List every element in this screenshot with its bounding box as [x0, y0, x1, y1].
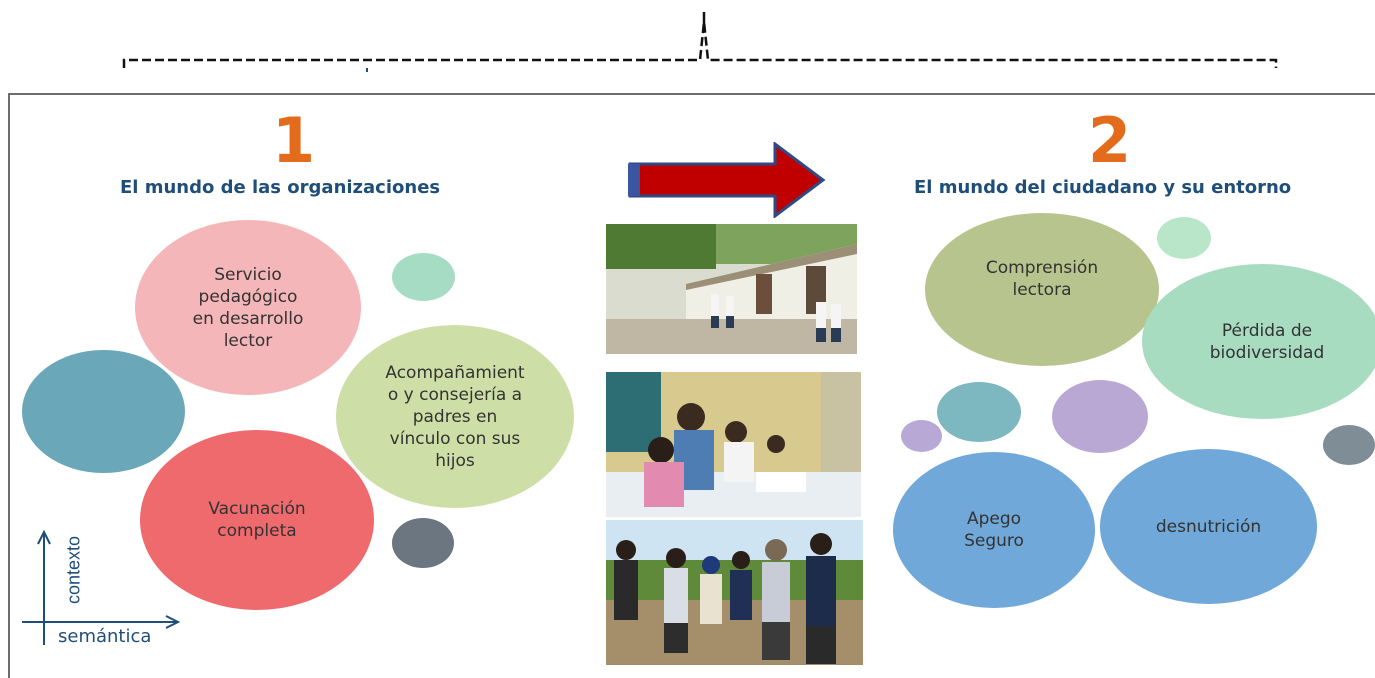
bubble-servicio-label: Servicio pedagógico en desarrollo lector [192, 264, 304, 351]
axis-label-contexto: contexto [63, 535, 84, 605]
top-dashed-brace [122, 12, 1278, 72]
bubble-vacunacion-label: Vacunación completa [208, 499, 306, 541]
bubble-desnutricion: desnutrición [1100, 449, 1317, 604]
bubble-servicio-pedagogico: Servicio pedagógico en desarrollo lector [135, 220, 361, 395]
decor-circle-mint [1157, 217, 1211, 259]
bubble-comprension-lectora: Comprensión lectora [925, 213, 1159, 366]
decor-circle-slate-small [392, 518, 454, 568]
decor-circle-lavender-large [1052, 380, 1148, 453]
decor-circle-teal [937, 382, 1021, 442]
bubble-perdida-label: Pérdida de biodiversidad [1209, 320, 1325, 363]
left-title: El mundo de las organizaciones [120, 177, 441, 198]
bubble-apego-label: Apego Seguro [964, 509, 1024, 551]
bubble-perdida-biodiversidad: Pérdida de biodiversidad [1142, 264, 1375, 419]
left-number: 1 [272, 104, 316, 177]
bubble-vacunacion: Vacunación completa [140, 430, 374, 610]
bubble-acompanamiento-label: Acompañamient o y consejería a padres en… [385, 362, 525, 471]
red-right-arrow [628, 142, 826, 218]
decor-circle-teal-large [22, 350, 185, 473]
photo-school-corridor [606, 224, 857, 354]
photo-health-room [606, 372, 861, 517]
axes-arrows [22, 529, 181, 645]
bubble-apego-seguro: Apego Seguro [893, 452, 1095, 608]
bubble-desnutricion-label: desnutrición [1155, 516, 1262, 537]
decor-circle-lavender-small [901, 420, 942, 452]
decor-circle-slate [1323, 425, 1375, 465]
right-number: 2 [1088, 104, 1132, 177]
bubble-comprension-label: Comprensión lectora [985, 257, 1099, 300]
slide-frame [8, 93, 1375, 678]
photo-field-group [606, 520, 863, 665]
axis-label-semantica: semántica [58, 626, 152, 647]
decor-circle-mint-small [392, 253, 455, 301]
bubble-acompanamiento: Acompañamient o y consejería a padres en… [336, 325, 574, 508]
right-title: El mundo del ciudadano y su entorno [914, 177, 1292, 198]
